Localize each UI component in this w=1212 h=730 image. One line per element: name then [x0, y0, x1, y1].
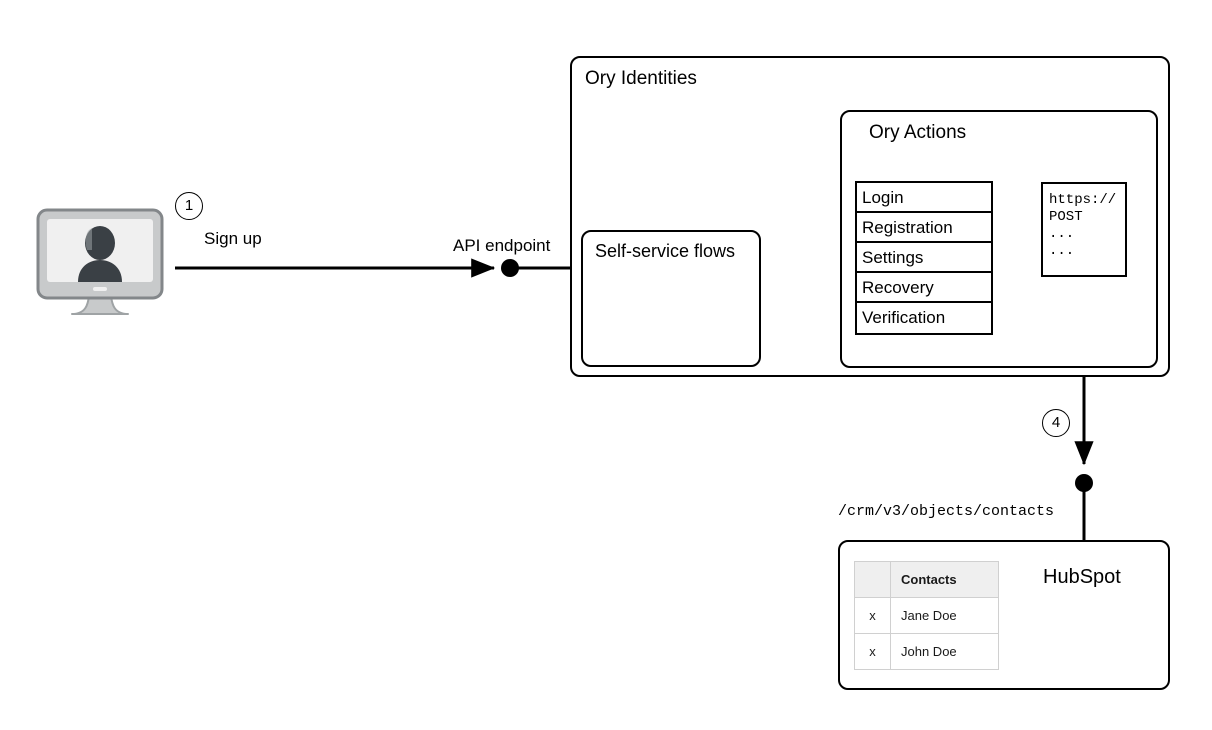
api-endpoint-label: API endpoint: [453, 236, 551, 255]
row-contact-name: Jane Doe: [890, 597, 999, 634]
ory-actions-title: Ory Actions: [869, 122, 967, 143]
table-header-blank: [854, 561, 891, 598]
self-service-flow-list: Login Registration Settings Recovery Ver…: [855, 181, 993, 335]
webhook-line-ellipsis-1: ...: [1049, 226, 1075, 242]
table-row[interactable]: x Jane Doe: [854, 597, 999, 634]
flow-item-login[interactable]: Login: [857, 183, 991, 213]
webhook-line-url: https://: [1049, 192, 1117, 208]
user-monitor-icon: [36, 208, 164, 323]
api-endpoint-dot: [501, 259, 519, 277]
row-contact-name: John Doe: [890, 633, 999, 670]
step-badge-4: 4: [1042, 409, 1070, 437]
step-badge-1: 1: [175, 192, 203, 220]
row-mark: x: [854, 597, 891, 634]
table-row[interactable]: x John Doe: [854, 633, 999, 670]
contacts-table: Contacts x Jane Doe x John Doe: [854, 561, 999, 670]
flow-item-settings[interactable]: Settings: [857, 243, 991, 273]
flow-item-registration[interactable]: Registration: [857, 213, 991, 243]
hubspot-endpoint-dot: [1075, 474, 1093, 492]
hubspot-title: HubSpot: [1043, 566, 1121, 588]
row-mark: x: [854, 633, 891, 670]
table-header-contacts: Contacts: [890, 561, 999, 598]
flow-item-verification[interactable]: Verification: [862, 308, 946, 327]
table-header-row: Contacts: [854, 561, 999, 598]
ory-identities-title: Ory Identities: [585, 68, 697, 89]
webhook-line-ellipsis-2: ...: [1049, 243, 1075, 259]
sign-up-label: Sign up: [204, 229, 262, 248]
self-service-flows-box: [581, 230, 761, 367]
self-service-flows-title: Self-service flows: [595, 241, 736, 261]
flow-item-recovery[interactable]: Recovery: [857, 273, 991, 303]
webhook-code-box: https:// POST ... ...: [1041, 182, 1127, 277]
crm-path-label: /crm/v3/objects/contacts: [838, 503, 1055, 520]
webhook-line-method: POST: [1049, 209, 1083, 225]
